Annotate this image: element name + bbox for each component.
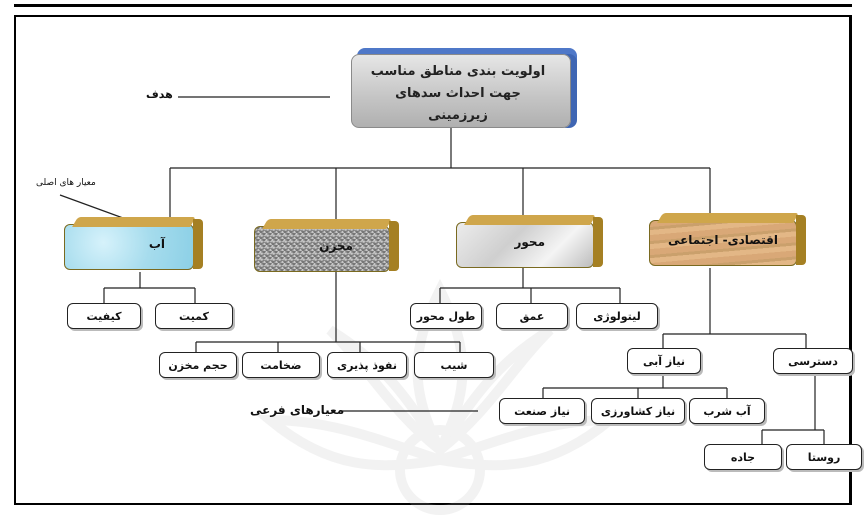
goal-label: هدف bbox=[146, 88, 173, 101]
node-reservoir-volume: حجم مخزن bbox=[159, 352, 237, 378]
node-agriculture-need: نیاز کشاورزی bbox=[591, 398, 685, 424]
node-industry-need: نیاز صنعت bbox=[499, 398, 585, 424]
node-access: دسترسی bbox=[773, 348, 853, 374]
node-water-need: نیاز آبی bbox=[627, 348, 701, 374]
sub-criteria-label: معیارهای فرعی bbox=[250, 403, 345, 417]
criterion-socioeconomic-label: اقتصادی- اجتماعی bbox=[667, 233, 778, 247]
criterion-reservoir: مخزن bbox=[254, 219, 399, 272]
watermark-emblem bbox=[256, 278, 624, 515]
criterion-axis-label: محور bbox=[514, 235, 545, 249]
node-slope: شیب bbox=[414, 352, 494, 378]
goal-text: اولویت بندی مناطق مناسب جهت احداث سدهای … bbox=[358, 61, 558, 127]
top-rule bbox=[14, 4, 852, 7]
criterion-water: آب bbox=[64, 217, 203, 270]
node-village: روستا bbox=[786, 444, 862, 470]
node-thickness: ضخامت bbox=[242, 352, 320, 378]
node-drinking-water: آب شرب bbox=[689, 398, 765, 424]
node-quantity: کمیت bbox=[155, 303, 233, 329]
goal-text-line1: اولویت بندی مناطق مناسب bbox=[370, 64, 546, 79]
criterion-water-label: آب bbox=[148, 237, 165, 251]
criterion-axis: محور bbox=[456, 215, 603, 268]
main-criteria-label: معیار های اصلی bbox=[36, 178, 96, 188]
criterion-reservoir-label: مخزن bbox=[319, 239, 353, 253]
criterion-socioeconomic: اقتصادی- اجتماعی bbox=[649, 213, 806, 266]
goal-text-line3: زیرزمینی bbox=[428, 108, 488, 123]
node-permeability: نفوذ پذیری bbox=[327, 352, 407, 378]
node-quality: کیفیت bbox=[67, 303, 141, 329]
node-road: جاده bbox=[704, 444, 782, 470]
figure-frame bbox=[14, 15, 852, 505]
node-lithology: لیتولوژی bbox=[576, 303, 658, 329]
goal-text-line2: جهت احداث سدهای bbox=[395, 86, 521, 101]
node-depth: عمق bbox=[496, 303, 568, 329]
goal-box: اولویت بندی مناطق مناسب جهت احداث سدهای … bbox=[351, 54, 571, 128]
node-axis-length: طول محور bbox=[410, 303, 482, 329]
